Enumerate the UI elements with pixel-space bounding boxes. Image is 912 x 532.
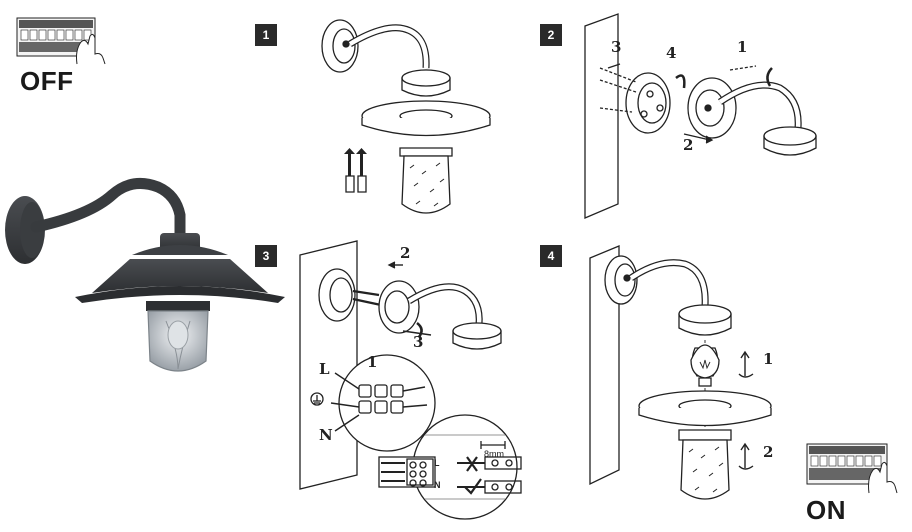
step-2-diagram [580, 8, 840, 223]
wire-label-l: L [319, 360, 330, 378]
step-3-diagram [295, 235, 550, 525]
step-3-badge: 3 [255, 245, 277, 267]
step-2-callout-2: 2 [683, 136, 694, 154]
step-3-callout-1: 1 [367, 353, 378, 371]
breaker-panel-off [15, 14, 110, 66]
step-1-badge: 1 [255, 24, 277, 46]
assembled-lamp-image [0, 175, 285, 390]
step-1-diagram [300, 8, 520, 223]
terminal-label-n: N [434, 480, 441, 490]
step-2-badge: 2 [540, 24, 562, 46]
step-2-callout-3: 3 [611, 38, 622, 56]
strip-length-label: 8mm [484, 449, 504, 459]
step-2-callout-1: 1 [737, 38, 748, 56]
step-4-callout-1: 1 [763, 350, 774, 368]
step-3-callout-3: 3 [413, 333, 424, 351]
step-4-diagram [585, 240, 795, 525]
breaker-panel-on [805, 440, 905, 495]
on-label: ON [806, 495, 846, 525]
step-2-callout-4: 4 [666, 44, 677, 62]
wire-label-n: N [319, 426, 333, 444]
terminal-label-l: L [434, 458, 440, 468]
step-4-callout-2: 2 [763, 443, 774, 461]
step-3-callout-2: 2 [400, 244, 411, 262]
off-label: OFF [20, 66, 74, 96]
step-4-badge: 4 [540, 245, 562, 267]
